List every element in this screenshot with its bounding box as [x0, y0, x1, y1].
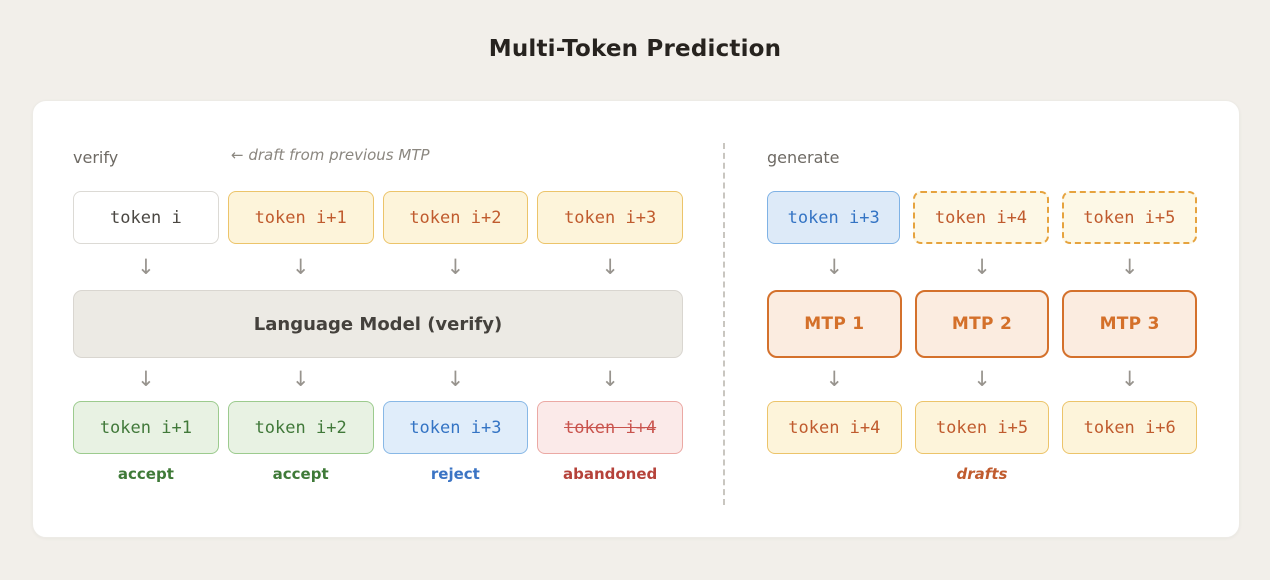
- status-label-reject: reject: [430, 465, 480, 483]
- verify-header: verify ← draft from previous MTP: [73, 145, 683, 169]
- down-arrow-icon: ↓: [446, 367, 465, 391]
- page-title: Multi-Token Prediction: [488, 36, 782, 62]
- token-box-speculative-2: token i+5: [1061, 191, 1197, 244]
- section-divider: [723, 143, 725, 505]
- draft-from-previous-mtp-annotation: ← draft from previous MTP: [231, 146, 430, 164]
- token-box-draft-1: token i+1: [227, 191, 374, 244]
- generate-input-token-row: token i+3 token i+4 token i+5: [767, 191, 1197, 244]
- down-arrow-icon: ↓: [1120, 255, 1139, 279]
- drafts-label: drafts: [956, 465, 1008, 483]
- token-box-current: token i: [73, 191, 219, 244]
- mtp-module-2: MTP 2: [914, 290, 1050, 358]
- token-box-abandoned: token i+4: [537, 401, 683, 454]
- token-box-new-draft-1: token i+4: [767, 401, 902, 454]
- token-box-accepted-2: token i+2: [227, 401, 374, 454]
- down-arrow-icon: ↓: [291, 255, 310, 279]
- down-arrow-icon: ↓: [825, 367, 844, 391]
- generate-header: generate: [767, 145, 1197, 169]
- mtp-module-3: MTP 3: [1062, 290, 1198, 358]
- generate-output-token-row: token i+4 token i+5 token i+6: [767, 401, 1198, 454]
- verify-input-token-row: token i token i+1 token i+2 token i+3: [73, 191, 683, 244]
- token-box-rejected: token i+3: [382, 401, 529, 454]
- language-model-box: Language Model (verify): [73, 290, 683, 358]
- down-arrow-icon: ↓: [1120, 367, 1139, 391]
- verify-output-token-row: token i+1 token i+2 token i+3 token i+4: [73, 401, 683, 454]
- token-box-draft-2: token i+2: [382, 191, 529, 244]
- verify-section-label: verify: [73, 147, 119, 167]
- down-arrow-icon: ↓: [601, 255, 619, 279]
- abandoned-token-text: token i+4: [564, 417, 657, 438]
- token-box-new-draft-3: token i+6: [1062, 401, 1198, 454]
- down-arrow-icon: ↓: [446, 255, 465, 279]
- down-arrow-icon: ↓: [137, 255, 155, 279]
- token-box-new-draft-2: token i+5: [914, 401, 1050, 454]
- down-arrow-icon: ↓: [973, 367, 991, 391]
- generate-arrow-row-bottom: ↓ ↓ ↓: [767, 359, 1197, 399]
- down-arrow-icon: ↓: [825, 255, 844, 279]
- mtp-module-row: MTP 1 MTP 2 MTP 3: [767, 290, 1198, 358]
- diagram-card: verify ← draft from previous MTP token i…: [32, 100, 1240, 538]
- down-arrow-icon: ↓: [601, 367, 619, 391]
- status-label-accept-2: accept: [272, 465, 329, 483]
- verify-arrow-row-top: ↓ ↓ ↓ ↓: [73, 247, 683, 287]
- token-box-speculative-1: token i+4: [913, 191, 1049, 244]
- drafts-caption-row: drafts: [767, 465, 1197, 487]
- down-arrow-icon: ↓: [973, 255, 991, 279]
- token-box-draft-3: token i+3: [537, 191, 683, 244]
- down-arrow-icon: ↓: [291, 367, 310, 391]
- generate-arrow-row-top: ↓ ↓ ↓: [767, 247, 1197, 287]
- mtp-module-1: MTP 1: [767, 290, 902, 358]
- down-arrow-icon: ↓: [137, 367, 155, 391]
- status-label-abandoned: abandoned: [562, 465, 658, 483]
- generate-section-label: generate: [767, 147, 840, 167]
- token-box-accepted-1: token i+1: [73, 401, 219, 454]
- status-label-accept-1: accept: [117, 465, 174, 483]
- token-box-accepted-input: token i+3: [767, 191, 901, 244]
- verify-status-row: accept accept reject abandoned: [73, 463, 683, 485]
- verify-arrow-row-bottom: ↓ ↓ ↓ ↓: [73, 359, 683, 399]
